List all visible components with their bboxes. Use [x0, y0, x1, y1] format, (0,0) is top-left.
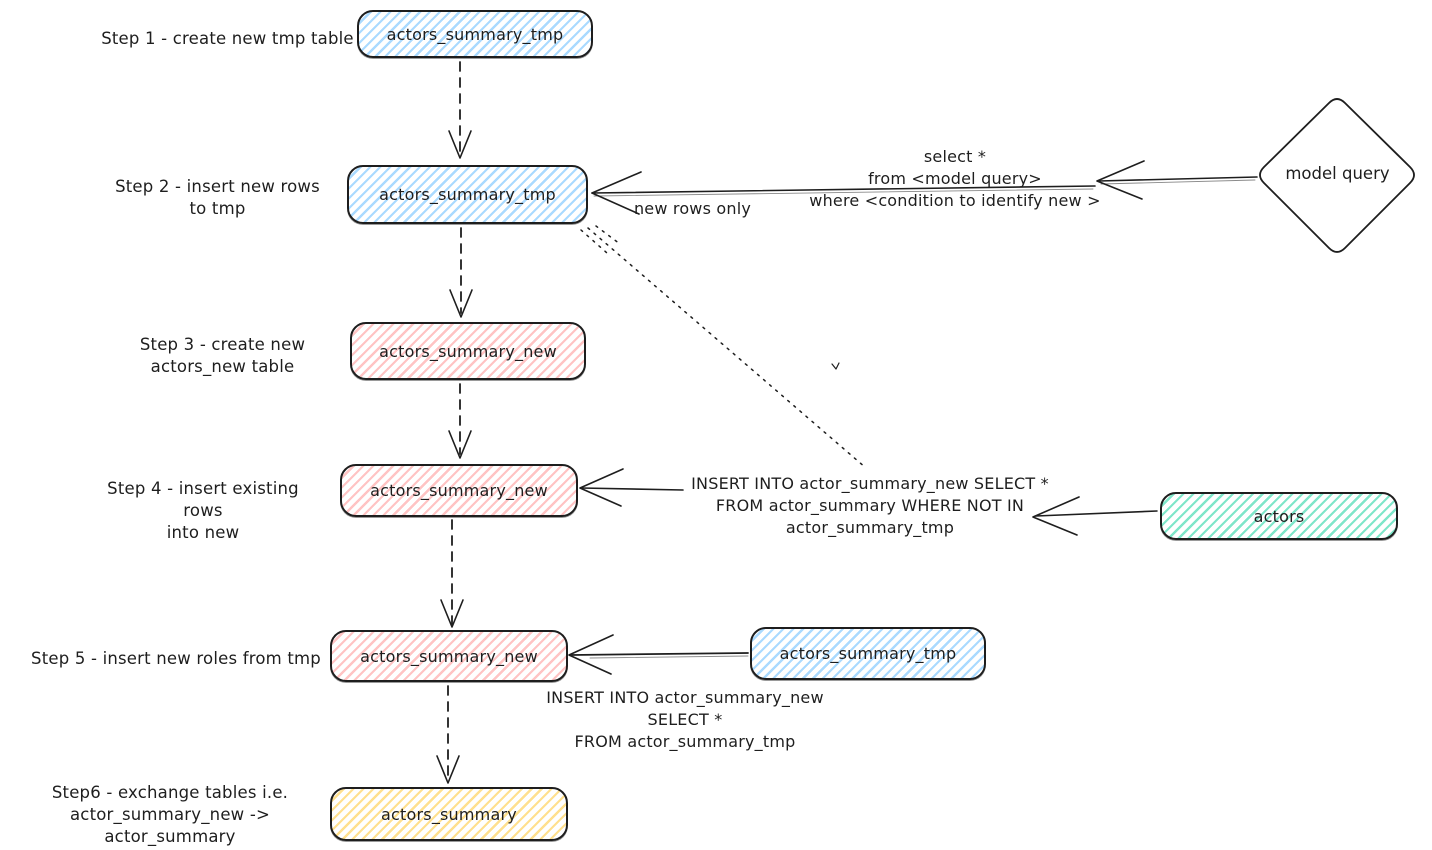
annotation-select-query: select * from <model query> where <condi… — [790, 146, 1120, 212]
annotation-insert-from-tmp: INSERT INTO actor_summary_new SELECT * F… — [530, 687, 840, 753]
step5-label-line: Step 5 - insert new roles from tmp — [31, 649, 321, 668]
node-step4-actors-summary-new: actors_summary_new — [340, 464, 578, 517]
step2-label-line: to tmp — [189, 199, 246, 218]
stray-mark — [831, 362, 840, 370]
annotation-line: select * — [923, 147, 987, 166]
annotation-line: new rows only — [633, 199, 752, 218]
step1-label-line: Step 1 - create new tmp table — [101, 29, 354, 48]
node-label: actors_summary_tmp — [379, 185, 556, 204]
step1-label: Step 1 - create new tmp table — [95, 28, 360, 50]
node-actors: actors — [1160, 492, 1398, 540]
step2-label: Step 2 - insert new rows to tmp — [100, 176, 335, 220]
arrow-step1-to-step2 — [448, 61, 472, 159]
arrow-step5-to-step6 — [436, 685, 460, 784]
arrow-step4-to-step5 — [440, 519, 464, 628]
annotation-new-rows-only: new rows only — [630, 198, 755, 220]
arrow-model-query-to-select — [1096, 160, 1258, 200]
node-label: actors_summary_new — [379, 341, 557, 361]
step2-label-line: Step 2 - insert new rows — [115, 177, 320, 196]
node-label: actors_summary_new — [370, 481, 548, 500]
step4-label-line: Step 4 - insert existing rows — [107, 479, 299, 520]
step4-label-line: into new — [166, 523, 240, 542]
step4-label: Step 4 - insert existing rows into new — [85, 478, 321, 544]
node-label: actors_summary_new — [360, 646, 538, 666]
node-step1-actors-summary-tmp: actors_summary_tmp — [357, 10, 593, 58]
arrow-tmp-into-step5 — [568, 634, 749, 675]
annotation-line: from <model query> — [868, 169, 1042, 188]
node-step3-actors-summary-new: actors_summary_new — [350, 322, 586, 380]
step5-label: Step 5 - insert new roles from tmp — [30, 648, 322, 670]
node-step6-actors-summary: actors_summary — [330, 787, 568, 841]
annotation-insert-existing: INSERT INTO actor_summary_new SELECT * F… — [670, 473, 1070, 539]
arrow-insert-existing-into-new — [579, 468, 684, 507]
dotted-link-tmp-to-insert — [580, 225, 867, 469]
node-label: actors_summary_tmp — [779, 644, 957, 663]
annotation-line: SELECT * — [647, 710, 723, 729]
step3-label: Step 3 - create new actors_new table — [105, 334, 340, 378]
arrow-step2-to-step3 — [449, 227, 473, 318]
node-label: actors_summary_tmp — [386, 24, 564, 44]
node-step2-actors-summary-tmp: actors_summary_tmp — [347, 165, 588, 224]
node-step5-actors-summary-new: actors_summary_new — [330, 630, 568, 682]
step6-label-line: actor_summary_new -> actor_summary — [69, 805, 271, 846]
step6-label: Step6 - exchange tables i.e. actor_summa… — [15, 782, 325, 848]
annotation-line: FROM actor_summary_tmp — [574, 732, 796, 751]
annotation-line: INSERT INTO actor_summary_new SELECT * — [691, 474, 1049, 493]
node-label: actors — [1253, 506, 1305, 526]
node-label: actors_summary — [381, 804, 517, 824]
annotation-line: INSERT INTO actor_summary_new — [546, 688, 824, 707]
step3-label-line: Step 3 - create new — [139, 335, 306, 354]
step6-label-line: Step6 - exchange tables i.e. — [51, 783, 289, 802]
arrow-step3-to-step4 — [448, 383, 472, 459]
model-query-label: model query — [1285, 164, 1390, 183]
annotation-line: where <condition to identify new > — [809, 191, 1101, 210]
step3-label-line: actors_new table — [150, 357, 295, 376]
annotation-line: FROM actor_summary WHERE NOT IN — [715, 496, 1025, 515]
node-actors-summary-tmp-source: actors_summary_tmp — [750, 627, 986, 680]
annotation-line: actor_summary_tmp — [785, 518, 955, 537]
